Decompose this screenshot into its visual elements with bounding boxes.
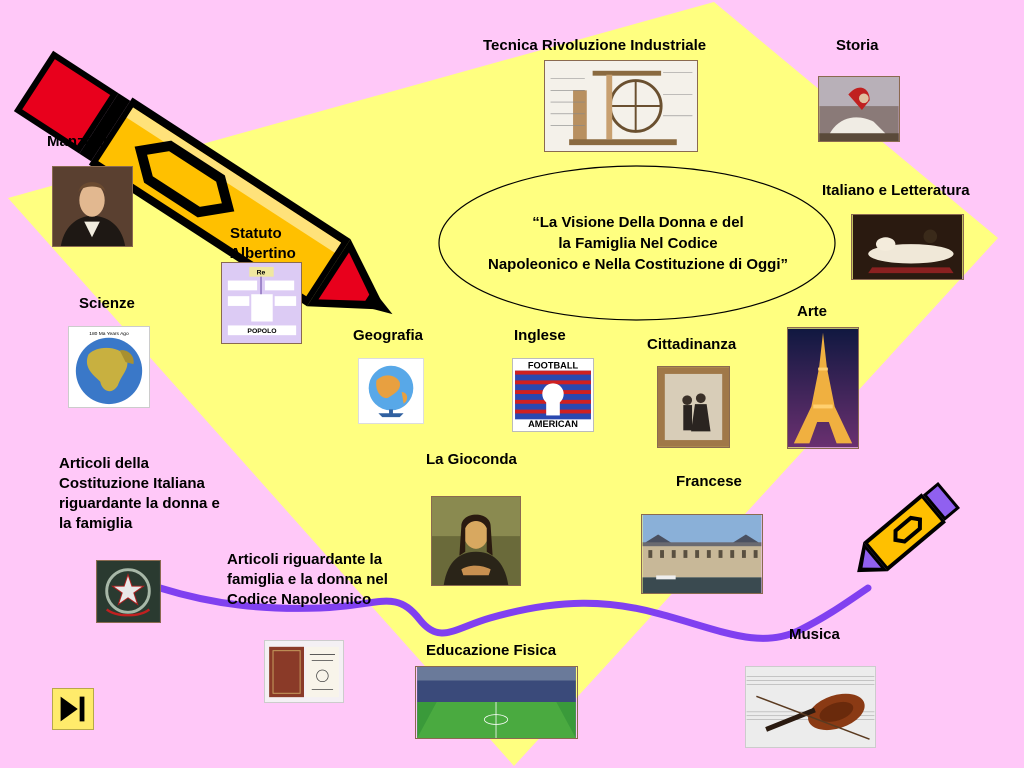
small-pencil-icon — [857, 481, 960, 573]
image-mona-lisa[interactable] — [431, 496, 521, 586]
image-football-american[interactable]: FOOTBALL AMERICAN — [512, 358, 594, 432]
label-scienze[interactable]: Scienze — [79, 295, 135, 312]
center-title-line3: Napoleonico e Nella Costituzione di Oggi… — [487, 256, 789, 273]
play-next-icon — [60, 696, 85, 722]
image-pangaea-globe[interactable]: 180 Ma Years Ago — [68, 326, 150, 408]
center-title-line1: “La Visione Della Donna e del — [532, 214, 744, 231]
label-statuto[interactable]: Statuto Albertino — [230, 224, 296, 264]
label-manzoni[interactable]: Manzoni — [47, 133, 107, 150]
wavy-purple-line — [156, 584, 872, 642]
big-pencil-icon — [13, 50, 393, 315]
image-steam-engine[interactable] — [544, 60, 698, 152]
image-louvre[interactable] — [641, 514, 763, 594]
image-family-photo[interactable] — [657, 366, 730, 448]
image-napoleon[interactable] — [818, 76, 900, 142]
image-stadium[interactable] — [415, 666, 578, 739]
label-storia[interactable]: Storia — [836, 37, 879, 54]
image-manzoni[interactable] — [52, 166, 133, 247]
image-nightmare-painting[interactable] — [851, 214, 964, 280]
label-gioconda[interactable]: La Gioconda — [426, 451, 517, 468]
label-articoli-codice[interactable]: Articoli riguardante la famiglia e la do… — [227, 551, 388, 608]
label-articoli-costituzione[interactable]: Articoli della Costituzione Italiana rig… — [59, 455, 220, 532]
label-cittadinanza[interactable]: Cittadinanza — [647, 336, 737, 353]
center-title-line2: la Famiglia Nel Codice — [558, 235, 718, 252]
image-napoleonic-code-book[interactable] — [264, 640, 344, 703]
football-text-line2: AMERICAN — [528, 419, 578, 429]
scienze-caption: 180 Ma Years Ago — [89, 331, 129, 337]
next-slide-button[interactable] — [52, 688, 94, 730]
label-geografia[interactable]: Geografia — [353, 327, 424, 344]
image-statuto-diagram[interactable]: Re POPOLO — [221, 262, 302, 344]
label-inglese[interactable]: Inglese — [514, 327, 566, 344]
image-eiffel-tower[interactable] — [787, 327, 859, 449]
label-musica[interactable]: Musica — [789, 626, 840, 643]
center-title: “La Visione Della Donna e del la Famigli… — [440, 212, 836, 275]
label-statuto-line2: Albertino — [230, 245, 296, 262]
label-italiano[interactable]: Italiano e Letteratura — [822, 182, 970, 199]
image-violin[interactable] — [745, 666, 876, 748]
label-francese[interactable]: Francese — [676, 473, 742, 490]
image-globe[interactable] — [358, 358, 424, 424]
statuto-bottom-text: POPOLO — [247, 328, 277, 335]
label-statuto-line1: Statuto — [230, 225, 282, 242]
statuto-top-text: Re — [257, 270, 266, 277]
center-ellipse — [438, 165, 836, 321]
label-educazione-fisica[interactable]: Educazione Fisica — [426, 642, 557, 659]
image-italian-emblem[interactable] — [96, 560, 161, 623]
label-tecnica[interactable]: Tecnica Rivoluzione Industriale — [483, 37, 707, 54]
label-arte[interactable]: Arte — [797, 303, 828, 320]
football-text-line1: FOOTBALL — [528, 361, 579, 371]
